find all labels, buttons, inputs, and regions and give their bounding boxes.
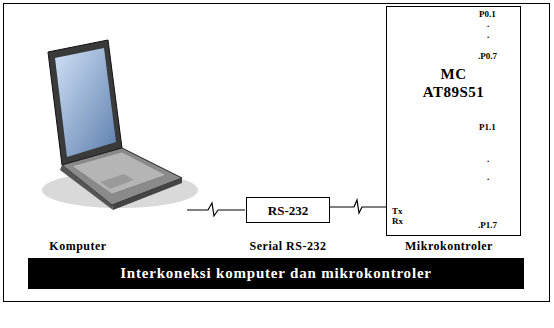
pin-label: P0.1 xyxy=(479,10,496,19)
part-label: Serial RS-232 xyxy=(250,239,327,253)
outer-frame xyxy=(4,4,550,302)
laptop-icon xyxy=(42,40,198,210)
serial-link xyxy=(187,203,245,216)
box-label: Interkoneksi komputer dan mikrokontroler xyxy=(28,258,524,289)
pin-label: . xyxy=(487,173,489,182)
interface-box: RS-232 xyxy=(246,197,330,223)
chip-name: MC xyxy=(387,67,520,82)
serial-link xyxy=(330,200,386,213)
chip-name: AT89S51 xyxy=(387,85,520,100)
caption-band: Interkoneksi komputer dan mikrokontroler xyxy=(28,258,524,289)
pin-label: .P1.7 xyxy=(478,221,497,230)
pin-label: Tx xyxy=(392,207,403,216)
part-label: Komputer xyxy=(49,239,106,253)
microcontroller-box: P0.1.. .P0.7MC AT89S51P1.1.. .P1.7 TxRx xyxy=(386,6,521,236)
pin-label: .P0.7 xyxy=(478,52,497,61)
pin-label: . xyxy=(487,31,489,40)
pin-label: . xyxy=(487,20,489,29)
part-label: Mikrokontroler xyxy=(405,239,493,253)
box-label: RS-232 xyxy=(247,198,329,224)
pin-label: P1.1 xyxy=(479,123,496,132)
pin-label: Rx xyxy=(392,217,403,226)
pin-label: . xyxy=(487,155,489,164)
